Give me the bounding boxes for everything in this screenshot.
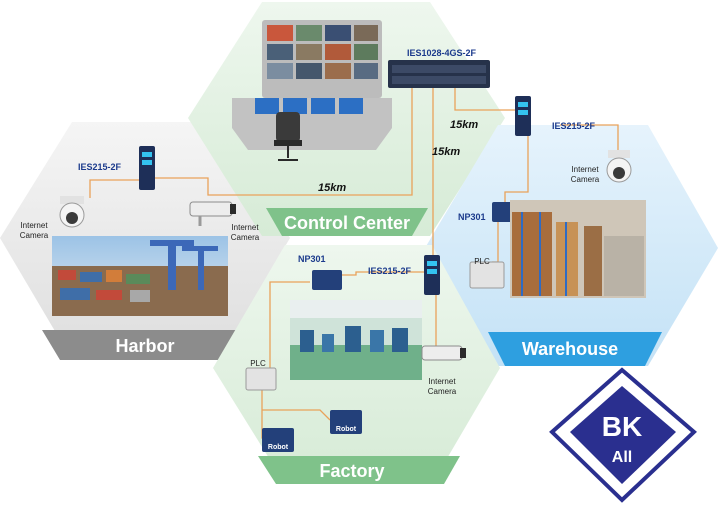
control-center-title: Control Center (284, 213, 410, 233)
warehouse-device-server: NP301 (458, 202, 514, 222)
warehouse-title: Warehouse (522, 339, 618, 359)
office-chair (274, 112, 302, 161)
core-switch: IES1028-4GS-2F (388, 48, 490, 88)
core-switch-label: IES1028-4GS-2F (407, 48, 477, 58)
factory-plc-label: PLC (250, 359, 266, 368)
link-core-to-harbor (150, 80, 413, 196)
harbor-switch-label: IES215-2F (78, 162, 122, 172)
robot-2-body (330, 410, 362, 434)
robot-1-label: Robot (268, 444, 289, 451)
factory-switch: IES215-2F (368, 255, 440, 295)
harbor-banner (42, 330, 248, 360)
warehouse-server-label: NP301 (458, 212, 486, 222)
video-wall-screens (267, 25, 378, 79)
warehouse-banner (488, 332, 662, 366)
warehouse-camera-line1: Internet (571, 165, 599, 174)
harbor-dome-camera-line2: Camera (20, 231, 49, 240)
control-room-illustration (232, 20, 392, 161)
warehouse-server-body (492, 202, 514, 222)
harbor-bullet-camera: Internet Camera (189, 201, 260, 242)
logo-diamond-inner (570, 386, 676, 484)
factory-switch-label: IES215-2F (368, 266, 412, 276)
logo-text-bk: BK (602, 411, 642, 442)
distance-label-harbor: 15km (318, 182, 346, 194)
warehouse-dome-camera: Internet Camera (571, 150, 632, 184)
warehouse-switch: IES215-2F (515, 96, 596, 136)
factory-camera-line2: Camera (428, 387, 457, 396)
bullet-camera-icon (189, 201, 233, 217)
warehouse-plc-label: PLC (474, 257, 490, 266)
factory-device-server: NP301 (298, 254, 342, 290)
link-factory-server-to-plc (269, 281, 310, 372)
desk-monitor-2 (283, 98, 307, 114)
factory-server-body (312, 270, 342, 290)
warehouse-switch-label: IES215-2F (552, 121, 596, 131)
factory-camera-line1: Internet (428, 377, 456, 386)
bullet-camera-icon (421, 345, 463, 361)
desk-monitor-1 (255, 98, 279, 114)
link-plc-to-robot-2 (262, 409, 331, 421)
harbor-dome-camera: Internet Camera (20, 196, 85, 240)
harbor-dome-camera-line1: Internet (20, 221, 48, 230)
robot-1-body (262, 428, 294, 452)
link-harbor-switch-to-dome-camera (89, 179, 140, 198)
warehouse-plc-body (469, 261, 505, 289)
link-core-to-warehouse (454, 88, 515, 111)
link-warehouse-switch-to-server (504, 136, 529, 205)
bk-all-logo: BK All (549, 367, 697, 503)
factory-title: Factory (319, 461, 384, 481)
warehouse-camera-line2: Camera (571, 175, 600, 184)
desk-monitor-4 (339, 98, 363, 114)
factory-bullet-camera: Internet Camera (421, 345, 466, 396)
harbor-bullet-camera-line2: Camera (231, 233, 260, 242)
warehouse-photo (510, 200, 646, 298)
harbor-title: Harbor (115, 336, 174, 356)
warehouse-plc: PLC (469, 257, 505, 289)
factory-plc-body (245, 367, 277, 391)
factory-server-label: NP301 (298, 254, 326, 264)
robot-2: Robot (330, 410, 362, 434)
distance-label-warehouse: 15km (450, 119, 478, 131)
factory-photo (290, 300, 422, 380)
link-factory-switch-to-server (340, 271, 424, 276)
harbor-photo (52, 236, 228, 316)
control-center-banner (266, 208, 428, 236)
logo-diamond-outer (549, 367, 697, 503)
factory-banner (258, 456, 460, 484)
distance-label-factory: 15km (432, 146, 460, 158)
harbor-bullet-camera-line1: Internet (231, 223, 259, 232)
robot-2-label: Robot (336, 426, 357, 433)
robot-1: Robot (262, 428, 294, 452)
factory-plc: PLC (245, 359, 277, 391)
logo-text-all: All (612, 449, 632, 466)
desk-monitor-3 (311, 98, 335, 114)
harbor-switch: IES215-2F (78, 146, 155, 190)
link-warehouse-switch-to-camera (560, 124, 619, 152)
